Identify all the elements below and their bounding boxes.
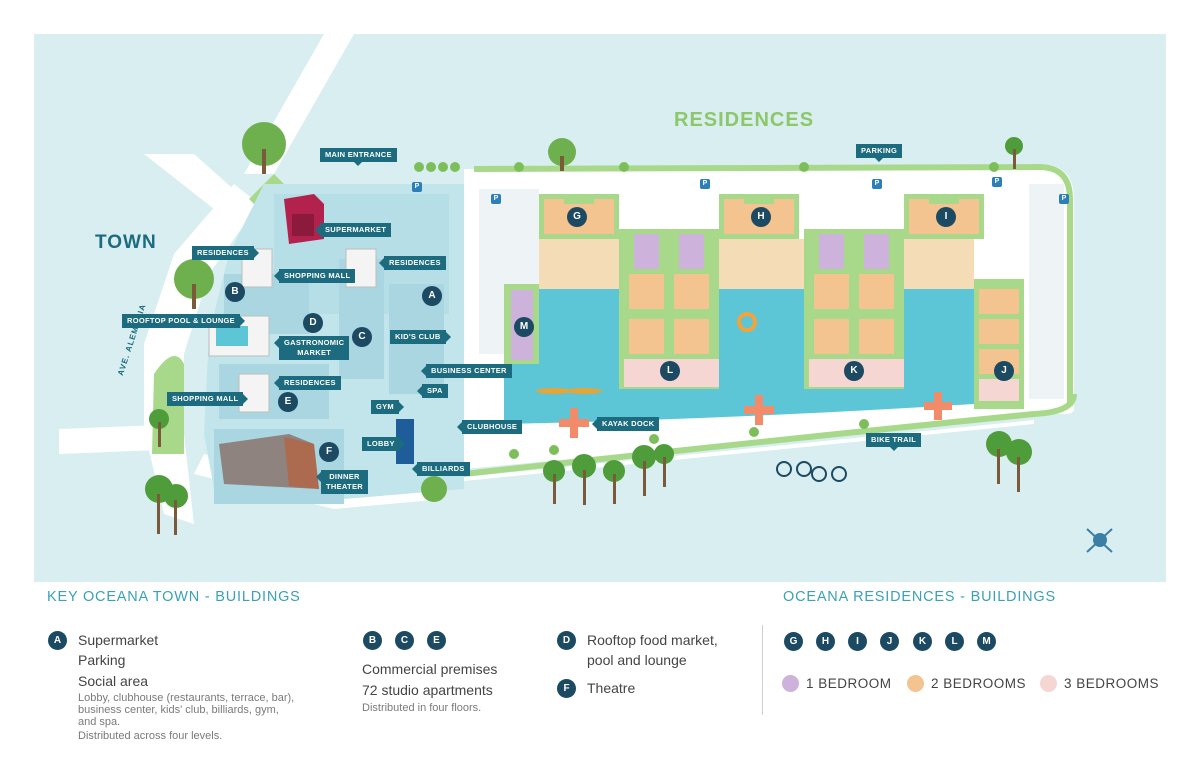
lobby-tag[interactable]: LOBBY xyxy=(362,437,405,451)
legend-d-line-2: pool and lounge xyxy=(587,652,687,668)
building-marker-m[interactable]: M xyxy=(514,317,534,337)
legend-a-note-3: and spa. xyxy=(78,716,121,728)
legend-divider xyxy=(762,625,763,715)
legend-marker-f: F xyxy=(557,679,576,698)
parking-sign: P xyxy=(992,177,1002,187)
legend-a-line-2: Parking xyxy=(78,652,126,668)
legend-marker-e: E xyxy=(427,631,446,650)
bicycles xyxy=(776,461,847,482)
building-marker-k[interactable]: K xyxy=(844,361,864,381)
parking-sign: P xyxy=(1059,194,1069,204)
legend-marker-g: G xyxy=(784,632,803,651)
town-legend-title: KEY OCEANA TOWN - BUILDINGS xyxy=(47,589,301,605)
building-marker-c[interactable]: C xyxy=(352,327,372,347)
parking-sign: P xyxy=(700,179,710,189)
compass-rose xyxy=(1086,528,1113,553)
building-marker-e[interactable]: E xyxy=(278,392,298,412)
parking-sign: P xyxy=(412,182,422,192)
map-drawing xyxy=(59,34,1113,553)
shopping-mall-tag-b[interactable]: SHOPPING MALL xyxy=(273,269,356,283)
residences-label: RESIDENCES xyxy=(674,109,815,131)
supermarket-tag[interactable]: SUPERMARKET xyxy=(314,223,392,237)
legend-marker-m: M xyxy=(977,632,996,651)
legend-bce-note: Distributed in four floors. xyxy=(362,702,482,714)
parking-tag[interactable]: PARKING xyxy=(856,144,903,162)
three-bedroom-swatch xyxy=(1040,675,1057,692)
three-bedroom-label: 3 BEDROOMS xyxy=(1064,676,1160,691)
building-marker-j[interactable]: J xyxy=(994,361,1014,381)
legend-a-note: Lobby, clubhouse (restaurants, terrace, … xyxy=(78,692,294,742)
two-bedroom-swatch xyxy=(907,675,924,692)
building-marker-i[interactable]: I xyxy=(936,207,956,227)
legend-a-line-3: Social area xyxy=(78,673,149,689)
legend-marker-b: B xyxy=(363,631,382,650)
legend-marker-l: L xyxy=(945,632,964,651)
legend-marker-d: D xyxy=(557,631,576,650)
gym-tag[interactable]: GYM xyxy=(371,400,404,414)
one-bedroom-label: 1 BEDROOM xyxy=(806,676,892,691)
legend-d-line-1: Rooftop food market, xyxy=(587,632,718,648)
building-marker-g[interactable]: G xyxy=(567,207,587,227)
building-marker-a[interactable]: A xyxy=(422,286,442,306)
building-marker-l[interactable]: L xyxy=(660,361,680,381)
tree-cluster xyxy=(174,122,576,502)
dinner-line-1: DINNER xyxy=(329,472,360,481)
building-marker-h[interactable]: H xyxy=(751,207,771,227)
building-marker-b[interactable]: B xyxy=(225,282,245,302)
rooftop-pool-tag[interactable]: ROOFTOP POOL & LOUNGE xyxy=(122,314,245,328)
one-bedroom-swatch xyxy=(782,675,799,692)
legend-marker-a: A xyxy=(48,631,67,650)
business-center-tag[interactable]: BUSINESS CENTER xyxy=(421,364,512,378)
gastronomic-market-tag[interactable]: GASTRONOMIC MARKET xyxy=(273,336,350,360)
legend-a-note-1: Lobby, clubhouse (restaurants, terrace, … xyxy=(78,692,295,704)
shopping-mall-tag-e[interactable]: SHOPPING MALL xyxy=(167,392,249,406)
parking-sign: P xyxy=(872,179,882,189)
legend-marker-k: K xyxy=(913,632,932,651)
town-label: TOWN xyxy=(95,232,157,253)
residences-tag-e[interactable]: RESIDENCES xyxy=(274,376,341,390)
parking-sign: P xyxy=(491,194,501,204)
residences-tag-b[interactable]: RESIDENCES xyxy=(192,246,259,260)
spa-tag[interactable]: SPA xyxy=(417,384,448,398)
legend-marker-j: J xyxy=(880,632,899,651)
main-entrance-tag[interactable]: MAIN ENTRANCE xyxy=(320,148,397,166)
road-northwest xyxy=(144,154,239,209)
legend-marker-c: C xyxy=(395,631,414,650)
dinner-line-2: THEATER xyxy=(326,482,363,491)
gastronomic-line-2: MARKET xyxy=(297,348,332,357)
legend-a-note-4: Distributed across four levels. xyxy=(78,730,223,742)
legend-a-note-2: business center, kids' club, billiards, … xyxy=(78,704,279,716)
kayak-dock-tag[interactable]: KAYAK DOCK xyxy=(591,417,660,431)
two-bedroom-label: 2 BEDROOMS xyxy=(931,676,1027,691)
residences-legend-title: OCEANA RESIDENCES - BUILDINGS xyxy=(783,589,1056,605)
bike-trail-tag[interactable]: BIKE TRAIL xyxy=(866,433,922,451)
billiards-tag[interactable]: BILLIARDS xyxy=(412,462,470,476)
legend-bce-line-1: Commercial premises xyxy=(362,661,498,677)
legend-bce-line-2: 72 studio apartments xyxy=(362,682,493,698)
building-marker-f[interactable]: F xyxy=(319,442,339,462)
clubhouse-tag[interactable]: CLUBHOUSE xyxy=(456,420,523,434)
legend-marker-i: I xyxy=(848,632,867,651)
building-marker-d[interactable]: D xyxy=(303,313,323,333)
legend-f-line: Theatre xyxy=(587,680,636,696)
gastronomic-line-1: GASTRONOMIC xyxy=(284,338,345,347)
legend-a-line-1: Supermarket xyxy=(78,632,159,648)
residences-tag-c[interactable]: RESIDENCES xyxy=(379,256,446,270)
kids-club-tag[interactable]: KID'S CLUB xyxy=(390,330,451,344)
site-map[interactable]: TOWN RESIDENCES AVE. ALEMANIA MAIN ENTRA… xyxy=(34,34,1166,582)
dinner-theater-tag[interactable]: DINNER THEATER xyxy=(316,470,368,494)
legend-marker-h: H xyxy=(816,632,835,651)
